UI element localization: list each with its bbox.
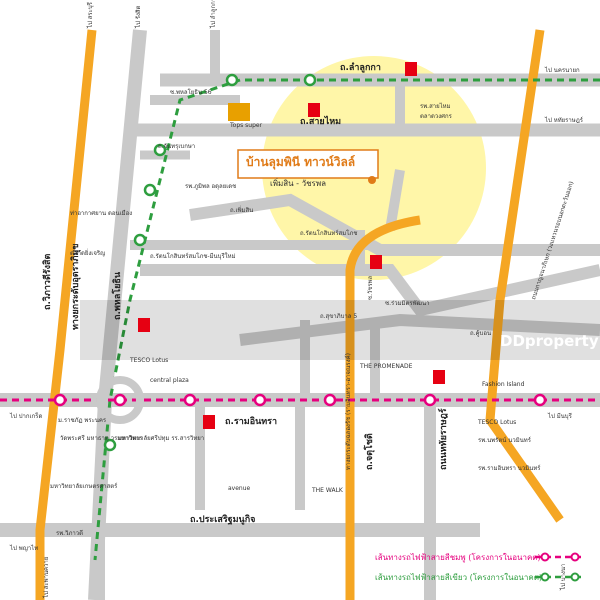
place-ratchaphat: ม.ราชภัฏ พระนคร <box>58 417 107 424</box>
roundabout <box>96 376 144 424</box>
place-tops: Tops super <box>229 122 263 129</box>
road-sukhapiban-5 <box>239 313 600 346</box>
dir-to-bangna: ไป บางนา <box>559 564 567 591</box>
dir-to-phahon: ไป สะพานควาย <box>42 557 50 599</box>
place-promenade: THE PROMENADE <box>359 363 413 370</box>
place-lotus: TESCO Lotus <box>129 357 168 364</box>
place-kasetsart: มหาวิทยาลัยเกษตรศาสตร์ <box>50 482 118 490</box>
label-tollway: ทางยกระดับอุตราภิมุข <box>70 244 81 330</box>
label-khubon: ถ.คู้บอน <box>470 330 491 337</box>
place-thewalk: THE WALK <box>311 487 344 494</box>
legend-pink-label: เส้นทางรถไฟฟ้าสายสีชมพู (โครงการในอนาคต) <box>375 552 541 563</box>
dir-to-top-right: ไป นครนายก <box>544 66 580 74</box>
watermark-text: DDproperty <box>500 332 599 350</box>
place-airport: ท่าอากาศยาน ดอนเมือง <box>70 209 132 217</box>
project-subtitle: เพิ่มสิน - วัชรพล <box>270 177 326 188</box>
place-wat: วัดพระศรี มหาธาตุ วรมหาวิหาร <box>60 434 143 442</box>
label-pracha-ruamjai: ถ.ประเสริฐมนูกิจ <box>190 514 255 525</box>
place-rp-vibhavadi: รพ.วิภาวดี <box>56 529 83 537</box>
station-markers <box>53 73 547 452</box>
label-ratpattana-2: ถ.รัตนโกสินทร์สมโภช <box>300 229 357 237</box>
label-sukhapiban5: ถ.สุขาภิบาล 5 <box>320 313 357 320</box>
label-phermsin: ถ.เพิ่มสิน <box>230 206 253 214</box>
place-univ: มหาวิทยาลัยศรีปทุม รร.สารวิทยา <box>118 434 204 442</box>
dir-to-hathairat: ไป หทัยราษฎร์ <box>544 116 584 124</box>
label-soi-ruam-mit: ซ.ร่วมมิตรพัฒนา <box>385 300 429 307</box>
label-ram-intra: ถ.รามอินทรา <box>225 416 277 427</box>
label-vibhavadi: ถ.วิภาวดีรังสิต <box>42 253 53 310</box>
label-lam-luk-ka: ถ.ลำลูกกา <box>340 62 381 73</box>
dir-to-minburi: ไป มีนบุรี <box>547 412 573 420</box>
label-chatuchot: ถ.จตุโชติ <box>363 433 375 470</box>
label-elevated: ทางยกระดับฉลองรัช (รามอินทรา-อาจณรงค์) <box>344 353 352 470</box>
highway-elevated <box>345 215 421 600</box>
place-bangkhen-market: ตลาดยิ่งเจริญ <box>70 249 105 257</box>
road-ratpattana <box>140 264 600 317</box>
rail-lines <box>0 73 600 561</box>
place-rp-ramintra: รพ.รามอินทรา นวมินทร์ <box>478 464 541 472</box>
place-saimai-market: ตลาดวงศกร <box>420 113 453 120</box>
highway-vibhavadi <box>35 29 97 600</box>
road-phermsin <box>189 193 600 256</box>
dir-to-pakkret: ไป ปากเกร็ด <box>9 411 42 420</box>
place-rp-navamin: รพ.นพรัตน์ นวมินทร์ <box>478 436 532 444</box>
label-sai-mai-v: ถนนหทัยราษฎร์ <box>437 408 449 470</box>
places: Tops super รพ.สายไหม ตลาดวงศกร รพ.ภูมิพล… <box>50 62 541 537</box>
place-central: central plaza <box>150 377 189 384</box>
dir-to-saraburi: ไป สระบุรี <box>86 1 94 29</box>
place-lotus2: TESCO Lotus <box>477 419 516 426</box>
place-rp-saimai: รพ.สายไหม <box>420 102 451 110</box>
label-ratpattana: ถ.รัตนโกสินทร์สมโภช-มีนบุรีใหม่ <box>150 252 236 260</box>
green-line <box>93 78 600 561</box>
legend: เส้นทางรถไฟฟ้าสายสีชมพู (โครงการในอนาคต)… <box>375 552 585 582</box>
dir-to-lamlukka: ไป ลำลูกกา <box>209 0 217 29</box>
label-soi-phahon-56: ซ.พหลโยธิน 56 <box>170 88 212 96</box>
legend-green-label: เส้นทางรถไฟฟ้าสายสีเขียว (โครงการในอนาคต… <box>375 572 542 582</box>
label-sai-mai: ถ.สายไหม <box>300 115 341 127</box>
dir-to-phaya-thai: ไป พญาไท <box>9 544 38 552</box>
watermark-band <box>80 300 600 360</box>
dir-to-rangsit: ไป รังสิต <box>134 5 142 29</box>
label-in-ruang: ถ.จันทรุเบกษา <box>158 143 195 150</box>
label-watcharaphon-v: ซ.วัชรพล <box>367 275 374 300</box>
project-name: บ้านลุมพินี ทาวน์วิลล์ <box>246 155 355 170</box>
highway-kanchanaphisek <box>485 29 564 523</box>
road-vertical-3 <box>385 169 405 231</box>
place-fashion: Fashion Island <box>482 381 525 388</box>
project-marker: บ้านลุมพินี ทาวน์วิลล์ เพิ่มสิน - วัชรพล <box>237 149 379 188</box>
place-rp-bhumibol: รพ.ภูมิพล อดุลยเดช <box>185 183 236 190</box>
place-avenue: avenue <box>228 485 251 492</box>
label-phahon-yothin: ถ.พหลโยธิน <box>111 271 123 320</box>
